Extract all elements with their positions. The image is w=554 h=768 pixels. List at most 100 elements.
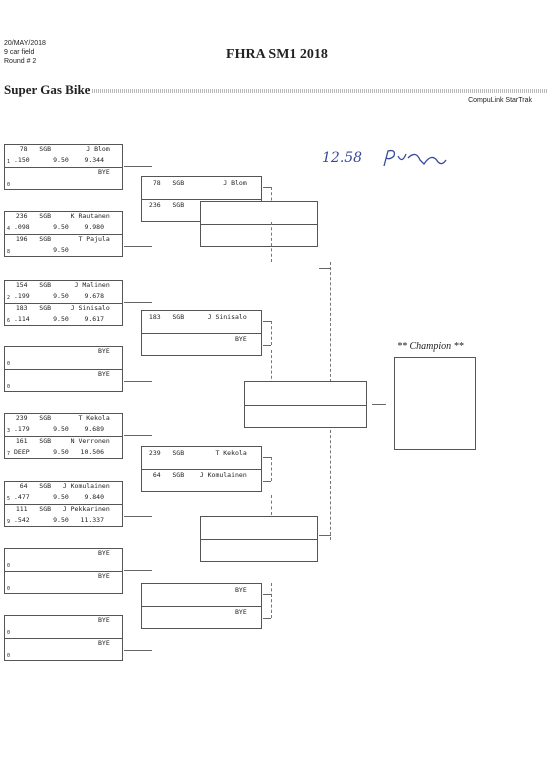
round2-racer: 78 SGB J Blom: [145, 179, 247, 187]
bracket-connector: [271, 187, 272, 211]
bracket-connector: [124, 381, 152, 382]
seed-number: 1: [7, 159, 11, 165]
round2-racer: 64 SGB J Komulainen: [145, 471, 247, 479]
racer-header: BYE: [8, 549, 110, 557]
racer-header: 64 SGB J Komulainen: [8, 482, 110, 490]
round2-match-box: [141, 310, 262, 356]
round2-racer: 239 SGB T Kekola: [145, 449, 247, 457]
seed-number: 6: [7, 318, 11, 324]
seed-number: 9: [7, 519, 11, 525]
round2-match-box: [141, 583, 262, 629]
bracket-connector: [263, 321, 271, 322]
racer-times: .477 9.50 9.840: [14, 493, 105, 501]
seed-number: 0: [7, 384, 11, 390]
seed-number: 0: [7, 586, 11, 592]
round-number: Round # 2: [4, 58, 37, 65]
bracket-connector: [124, 516, 152, 517]
racer-header: 183 SGB J Sinisalo: [8, 304, 110, 312]
bracket-connector: [319, 268, 331, 269]
seed-number: 0: [7, 630, 11, 636]
bracket-connector: [124, 246, 152, 247]
round1-match-box: [4, 280, 123, 326]
field-size: 9 car field: [4, 49, 35, 56]
round1-match-box: [4, 481, 123, 527]
racer-header: 78 SGB J Blom: [8, 145, 110, 153]
champion-box: [394, 357, 476, 450]
seed-number: 7: [7, 451, 11, 457]
racer-times: [14, 627, 120, 635]
racer-header: BYE: [8, 168, 110, 176]
round2-racer: BYE: [145, 608, 247, 616]
bracket-connector: [271, 583, 272, 613]
racer-times: [14, 583, 120, 591]
racer-times: [14, 358, 120, 366]
event-date: 20/MAY/2018: [4, 40, 46, 47]
seed-number: 4: [7, 226, 11, 232]
bracket-connector: [372, 404, 386, 405]
racer-header: 236 SGB K Rautanen: [8, 212, 110, 220]
bracket-connector: [263, 345, 271, 346]
racer-times: .179 9.50 9.689: [14, 425, 105, 433]
round1-match-box: [4, 548, 123, 594]
seed-number: 3: [7, 428, 11, 434]
bracket-connector: [124, 650, 152, 651]
bracket-connector: [124, 166, 152, 167]
racer-header: BYE: [8, 370, 110, 378]
round2-racer: BYE: [145, 335, 247, 343]
dotted-leader: [92, 89, 547, 93]
round1-match-box: [4, 615, 123, 661]
final-box: [244, 381, 367, 428]
bracket-connector: [271, 321, 272, 345]
seed-number: 0: [7, 182, 11, 188]
bracket-connector: [263, 594, 271, 595]
racer-header: 161 SGB N Verronen: [8, 437, 110, 445]
class-name: Super Gas Bike: [4, 82, 91, 97]
seed-number: 8: [7, 249, 11, 255]
handwritten-time: 12.58: [322, 150, 363, 166]
racer-header: 154 SGB J Malinen: [8, 281, 110, 289]
racer-times: [14, 179, 120, 187]
semifinal-box: [200, 201, 318, 247]
bracket-connector: [124, 570, 152, 571]
champion-label: ** Champion **: [397, 341, 464, 352]
racer-times: .542 9.50 11.337: [14, 516, 105, 524]
bracket-connector: [271, 457, 272, 481]
round2-match-box: [141, 446, 262, 492]
bracket-connector: [271, 495, 272, 515]
racer-times: .199 9.50 9.678: [14, 292, 105, 300]
bracket-connector: [263, 618, 271, 619]
bracket-connector: [263, 457, 271, 458]
round2-racer: 183 SGB J Sinisalo: [145, 313, 247, 321]
software-brand: CompuLink StarTrak: [468, 97, 532, 104]
handwritten-signature: [380, 148, 450, 174]
racer-times: .150 9.50 9.344: [14, 156, 105, 164]
round1-match-box: [4, 413, 123, 459]
seed-number: 0: [7, 361, 11, 367]
seed-number: 2: [7, 295, 11, 301]
racer-header: 196 SGB T Pajula: [8, 235, 110, 243]
bracket-connector: [263, 187, 271, 188]
bracket-connector: [319, 535, 331, 536]
round1-match-box: [4, 346, 123, 392]
racer-times: 9.50: [14, 246, 105, 254]
racer-header: BYE: [8, 347, 110, 355]
racer-times: [14, 560, 120, 568]
semifinal-box: [200, 516, 318, 562]
racer-header: BYE: [8, 616, 110, 624]
round2-racer: BYE: [145, 586, 247, 594]
bracket-connector: [124, 435, 152, 436]
racer-times: .098 9.50 9.980: [14, 223, 105, 231]
seed-number: 5: [7, 496, 11, 502]
racer-header: 111 SGB J Pekkarinen: [8, 505, 110, 513]
racer-times: [14, 381, 120, 389]
event-title: FHRA SM1 2018: [226, 47, 328, 62]
racer-header: BYE: [8, 572, 110, 580]
racer-times: [14, 650, 120, 658]
racer-header: 239 SGB T Kekola: [8, 414, 110, 422]
racer-header: BYE: [8, 639, 110, 647]
racer-times: DEEP 9.50 10.506: [14, 448, 105, 456]
bracket-connector: [263, 481, 271, 482]
round1-match-box: [4, 144, 123, 190]
seed-number: 0: [7, 653, 11, 659]
bracket-connector: [330, 262, 331, 382]
